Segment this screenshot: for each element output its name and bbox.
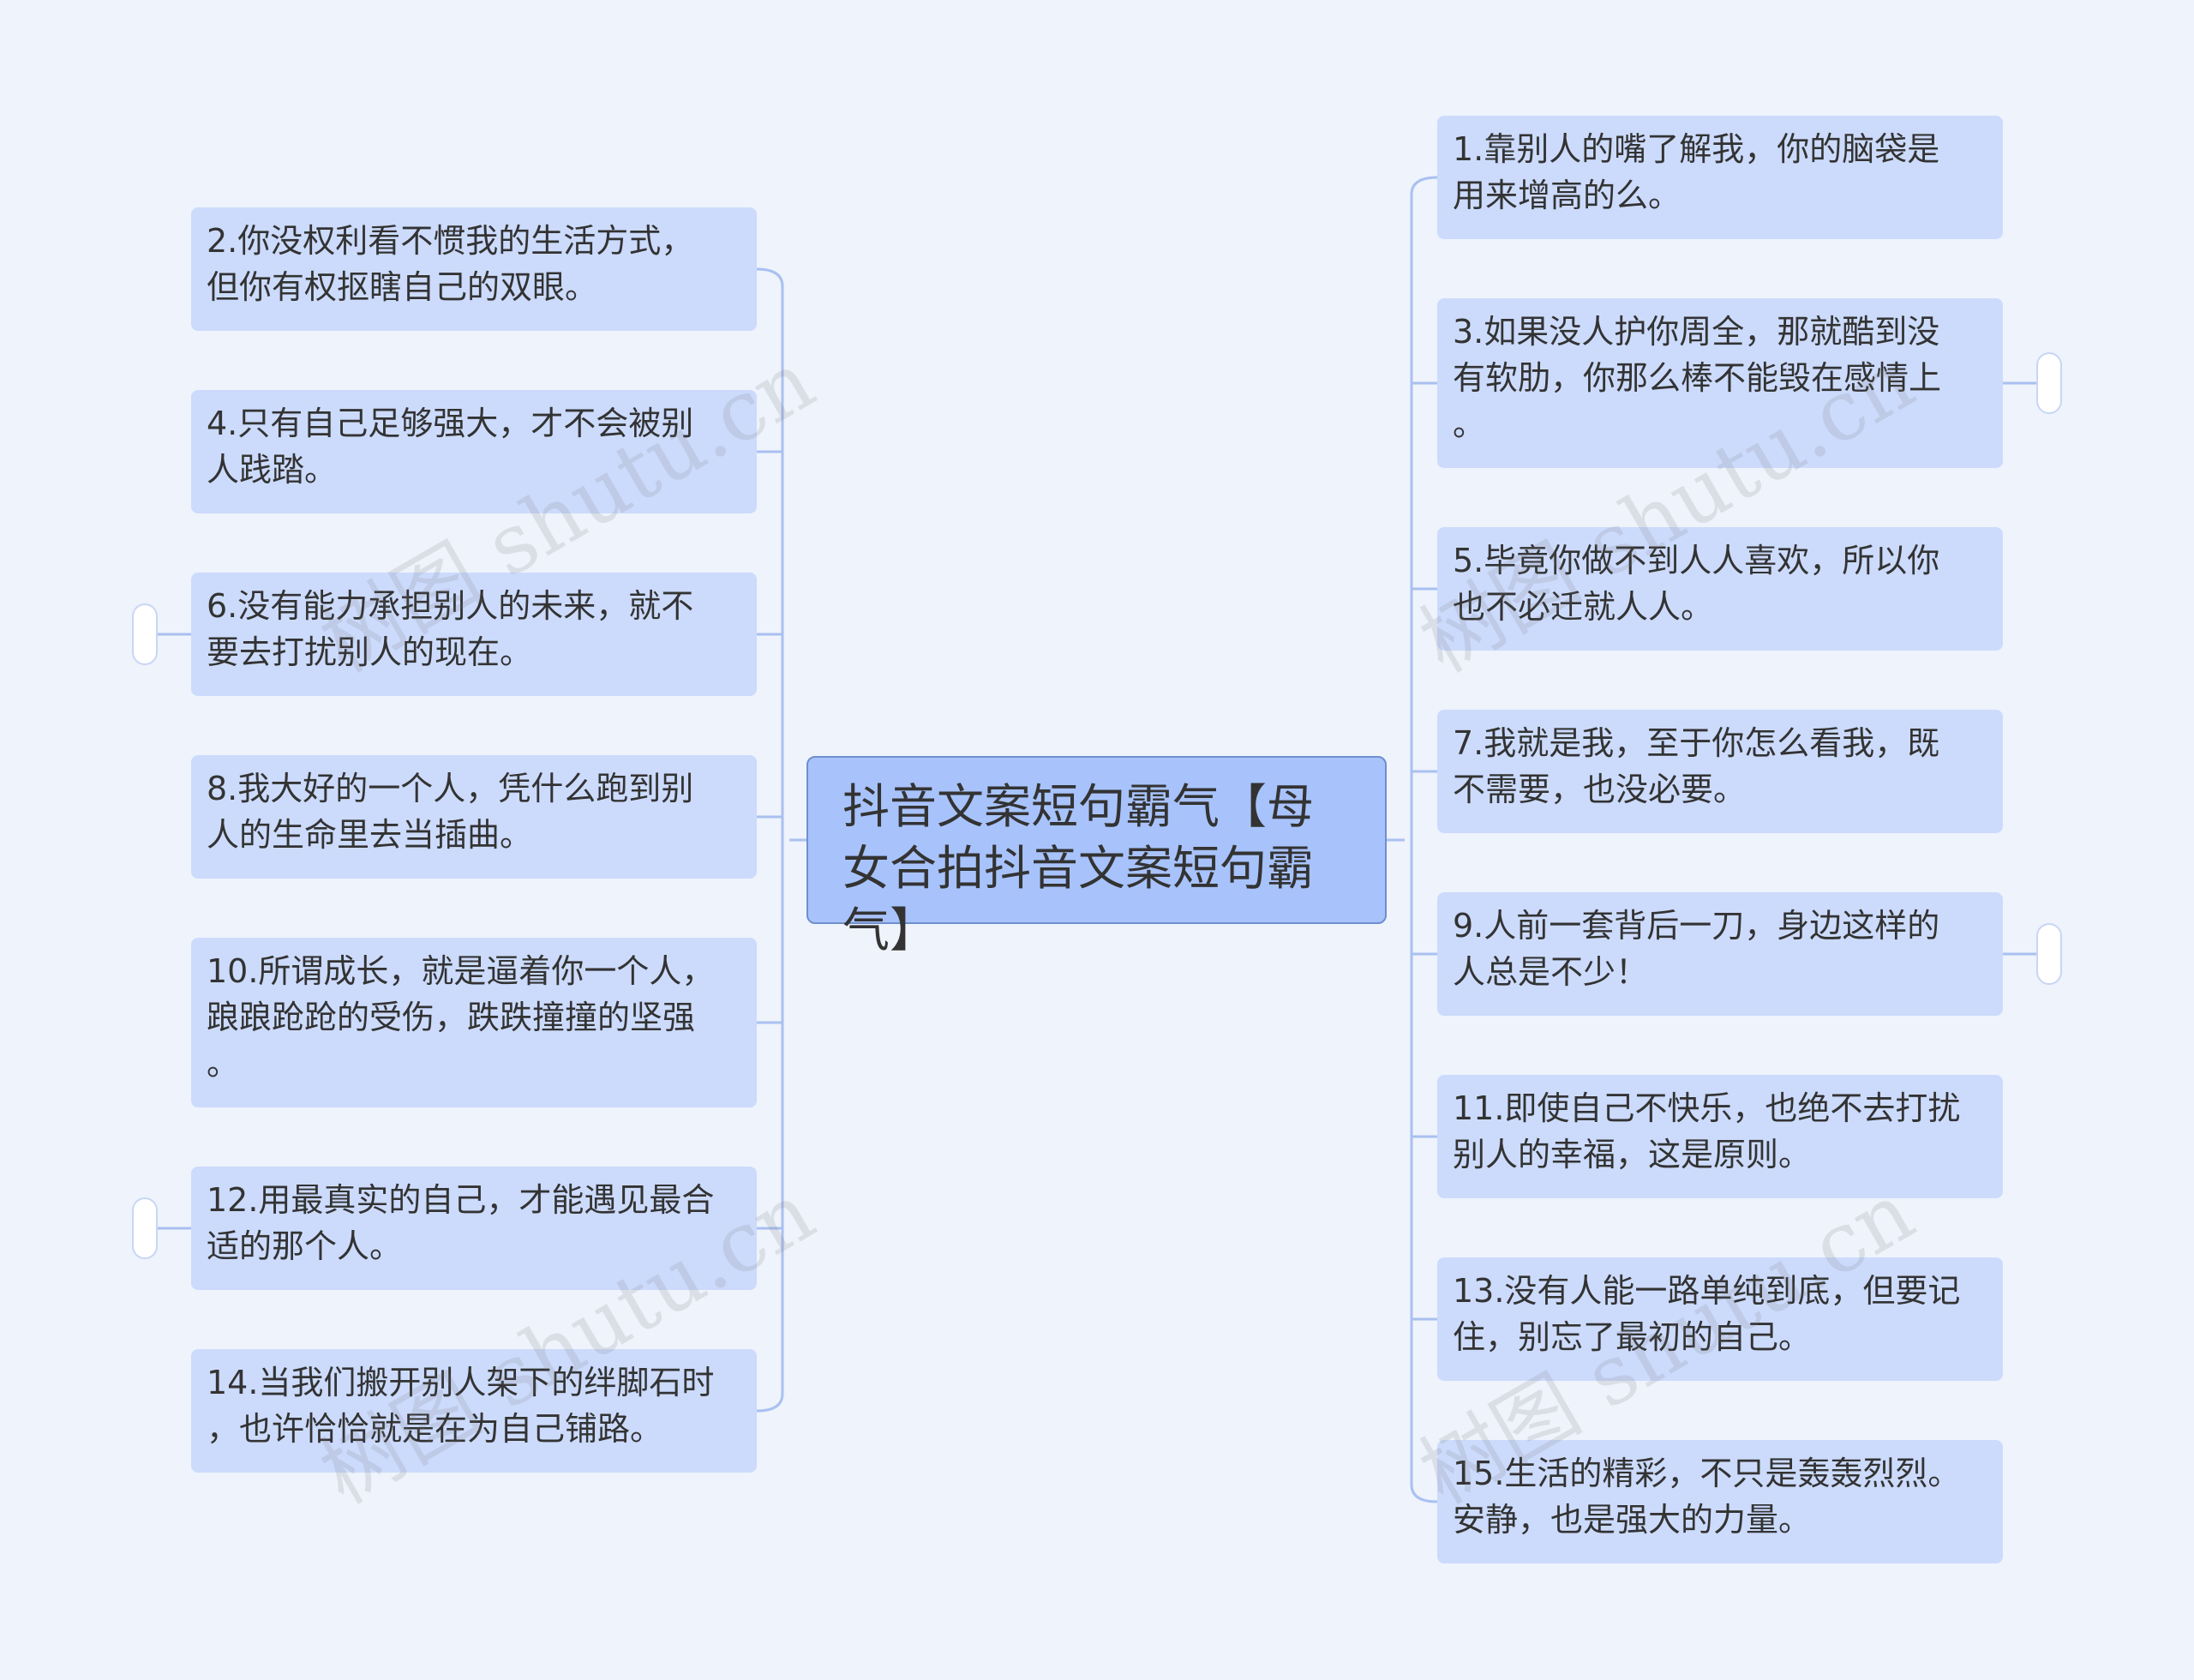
topic-line: 人总是不少！ xyxy=(1453,953,1649,991)
root-topic-label: 抖音文案短句霸气【母女合拍抖音文案短句霸气】 xyxy=(842,779,1315,957)
topic-line: 踉踉跄跄的受伤，跌跌撞撞的坚强 xyxy=(207,999,696,1036)
topic-node-7[interactable]: 7.我就是我，至于你怎么看我，既不需要，也没必要。 xyxy=(1437,710,2003,833)
topic-node-6[interactable]: 6.没有能力承担别人的未来，就不要去打扰别人的现在。 xyxy=(191,573,757,696)
topic-line: 。 xyxy=(1453,405,1486,443)
topic-node-5[interactable]: 5.毕竟你做不到人人喜欢，所以你也不必迁就人人。 xyxy=(1437,527,2003,651)
topic-node-4[interactable]: 4.只有自己足够强大，才不会被别人践踏。 xyxy=(191,390,757,513)
topic-line: 别人的幸福，这是原则。 xyxy=(1453,1136,1812,1173)
right-branch-link xyxy=(1410,176,1438,195)
topic-line: 用来增高的么。 xyxy=(1453,177,1681,214)
topic-line: 12.用最真实的自己，才能遇见最合 xyxy=(207,1181,715,1219)
topic-line: 但你有权抠瞎自己的双眼。 xyxy=(207,268,598,306)
topic-line: 15.生活的精彩，不只是轰轰烈烈。 xyxy=(1453,1455,1961,1492)
topic-line: 安静，也是强大的力量。 xyxy=(1453,1501,1812,1539)
topic-line: 人的生命里去当插曲。 xyxy=(207,816,533,854)
topic-line: 3.如果没人护你周全，那就酷到没 xyxy=(1453,313,1940,351)
topic-line: 8.我大好的一个人，凭什么跑到别 xyxy=(207,770,694,807)
topic-line: 11.即使自己不快乐，也绝不去打扰 xyxy=(1453,1089,1961,1127)
topic-line: 2.你没权利看不惯我的生活方式， xyxy=(207,222,694,260)
topic-node-1[interactable]: 1.靠别人的嘴了解我，你的脑袋是用来增高的么。 xyxy=(1437,116,2003,239)
topic-line: 9.人前一套背后一刀，身边这样的 xyxy=(1453,907,1940,945)
topic-node-15[interactable]: 15.生活的精彩，不只是轰轰烈烈。安静，也是强大的力量。 xyxy=(1437,1440,2003,1563)
left-branch-link xyxy=(756,1393,784,1413)
topic-node-2[interactable]: 2.你没权利看不惯我的生活方式， 但你有权抠瞎自己的双眼。 xyxy=(191,207,757,331)
topic-line: 13.没有人能一路单纯到底，但要记 xyxy=(1453,1272,1961,1310)
topic-line: ，也许恰恰就是在为自己铺路。 xyxy=(207,1410,663,1448)
topic-line: 要去打扰别人的现在。 xyxy=(207,633,533,671)
left-branch-link xyxy=(756,267,784,287)
collapse-toggle[interactable] xyxy=(2036,352,2062,414)
topic-node-13[interactable]: 13.没有人能一路单纯到底，但要记住，别忘了最初的自己。 xyxy=(1437,1257,2003,1381)
collapse-toggle[interactable] xyxy=(132,1197,158,1259)
topic-line: 1.靠别人的嘴了解我，你的脑袋是 xyxy=(1453,130,1940,168)
topic-node-8[interactable]: 8.我大好的一个人，凭什么跑到别人的生命里去当插曲。 xyxy=(191,755,757,879)
right-branch-link xyxy=(1410,1484,1438,1503)
topic-node-12[interactable]: 12.用最真实的自己，才能遇见最合适的那个人。 xyxy=(191,1167,757,1290)
topic-line: 5.毕竟你做不到人人喜欢，所以你 xyxy=(1453,542,1940,579)
collapse-toggle[interactable] xyxy=(2036,923,2062,985)
topic-line: 6.没有能力承担别人的未来，就不 xyxy=(207,587,694,625)
topic-line: 住，别忘了最初的自己。 xyxy=(1453,1318,1812,1356)
topic-line: 4.只有自己足够强大，才不会被别 xyxy=(207,405,694,442)
topic-node-10[interactable]: 10.所谓成长，就是逼着你一个人， 踉踉跄跄的受伤，跌跌撞撞的坚强。 xyxy=(191,938,757,1107)
topic-line: 不需要，也没必要。 xyxy=(1453,771,1747,808)
topic-node-3[interactable]: 3.如果没人护你周全，那就酷到没有软肋，你那么棒不能毁在感情上。 xyxy=(1437,298,2003,468)
topic-node-14[interactable]: 14.当我们搬开别人架下的绊脚石时 ，也许恰恰就是在为自己铺路。 xyxy=(191,1349,757,1473)
topic-line: 适的那个人。 xyxy=(207,1227,403,1265)
topic-node-9[interactable]: 9.人前一套背后一刀，身边这样的人总是不少！ xyxy=(1437,892,2003,1016)
topic-line: 也不必迁就人人。 xyxy=(1453,588,1714,626)
topic-node-11[interactable]: 11.即使自己不快乐，也绝不去打扰别人的幸福，这是原则。 xyxy=(1437,1075,2003,1198)
topic-line: 有软肋，你那么棒不能毁在感情上 xyxy=(1453,359,1942,397)
root-topic[interactable]: 抖音文案短句霸气【母女合拍抖音文案短句霸气】 xyxy=(806,756,1387,957)
topic-line: 。 xyxy=(207,1045,240,1083)
topic-line: 14.当我们搬开别人架下的绊脚石时 xyxy=(207,1364,715,1401)
collapse-toggle[interactable] xyxy=(132,603,158,665)
topic-line: 人践踏。 xyxy=(207,451,338,489)
topic-line: 10.所谓成长，就是逼着你一个人， xyxy=(207,952,715,990)
topic-line: 7.我就是我，至于你怎么看我，既 xyxy=(1453,724,1940,762)
